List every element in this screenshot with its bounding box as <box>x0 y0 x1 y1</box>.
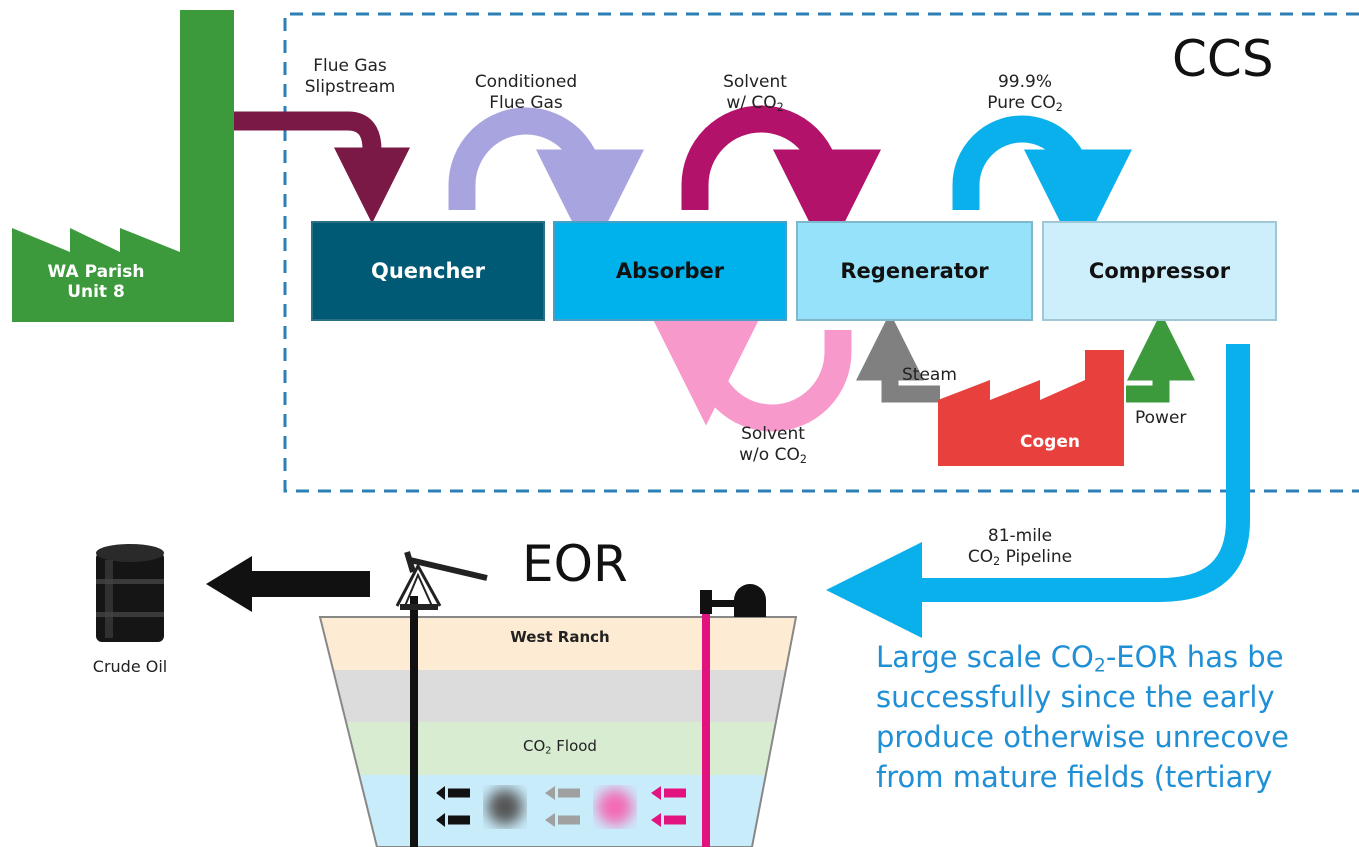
oil-arrow-head <box>206 556 252 612</box>
pipeline-label: 81-mile CO2 Pipeline <box>960 526 1080 568</box>
crude-oil-label: Crude Oil <box>92 657 168 676</box>
eor-description: Large scale CO2-EOR has be successfully … <box>876 637 1289 797</box>
solvent-with-line1: Solvent <box>723 72 787 92</box>
solvent-without-arrow <box>652 317 852 432</box>
absorber-box: Absorber <box>553 221 787 321</box>
cogen-building <box>938 350 1124 466</box>
plant-label-line2: Unit 8 <box>67 282 125 302</box>
flue-gas-line1: Flue Gas <box>313 56 387 76</box>
injection-wellhead <box>700 584 766 617</box>
solvent-with-line2: w/ CO2 <box>726 93 784 114</box>
solvent-with-label: Solvent w/ CO2 <box>700 72 810 114</box>
pure-co2-line2: Pure CO2 <box>987 93 1063 114</box>
conditioned-label: Conditioned Flue Gas <box>462 72 590 114</box>
steam-arrow <box>856 312 940 403</box>
solvent-without-line2: w/o CO2 <box>739 445 807 466</box>
plant-label: WA Parish Unit 8 <box>12 262 180 302</box>
ccs-boundary <box>283 12 1359 493</box>
production-well <box>410 596 418 847</box>
pure-co2-arrow <box>952 115 1132 258</box>
cogen-label: Cogen <box>1020 432 1080 452</box>
conditioned-line2: Flue Gas <box>489 93 563 113</box>
power-label: Power <box>1135 408 1187 428</box>
co2-flood-label: CO2 Flood <box>523 737 597 757</box>
compressor-box: Compressor <box>1042 221 1277 321</box>
power-arrow <box>1126 312 1195 403</box>
compressor-label: Compressor <box>1088 259 1231 283</box>
pipeline-line1: 81-mile <box>987 526 1053 546</box>
pipeline-arrow <box>826 344 1250 638</box>
eor-description-line2: successfully since the early <box>876 680 1275 714</box>
plant-building <box>12 10 234 322</box>
reservoir-layers <box>320 617 796 847</box>
eor-title: EOR <box>522 535 628 593</box>
reservoir-outline <box>318 616 798 847</box>
pure-co2-line1: 99.9% <box>997 72 1052 92</box>
steam-label: Steam <box>902 365 957 385</box>
quencher-box: Quencher <box>311 221 545 321</box>
eor-description-line1: Large scale CO2-EOR has be <box>876 640 1284 677</box>
oil-barrel <box>96 544 164 642</box>
flood-arrows <box>436 786 686 827</box>
solvent-without-label: Solvent w/o CO2 <box>718 424 828 466</box>
pure-co2-label: 99.9% Pure CO2 <box>970 72 1080 114</box>
eor-description-line4: from mature fields (tertiary <box>876 760 1273 794</box>
ccs-title: CCS <box>1172 30 1274 88</box>
flue-gas-line2: Slipstream <box>304 77 396 97</box>
pipeline-line2: CO2 Pipeline <box>967 547 1073 568</box>
absorber-label: Absorber <box>615 259 725 283</box>
flue-gas-arrow <box>234 111 410 224</box>
injection-well <box>702 604 710 847</box>
regenerator-label: Regenerator <box>840 259 989 283</box>
conditioned-line1: Conditioned <box>474 72 578 92</box>
conditioned-arrow <box>448 107 644 258</box>
solvent-with-arrow <box>681 105 881 258</box>
eor-description-line3: produce otherwise unrecove <box>876 720 1290 754</box>
flue-gas-label: Flue Gas Slipstream <box>300 56 400 98</box>
solvent-without-line1: Solvent <box>741 424 805 444</box>
pumpjack <box>395 551 488 610</box>
reservoir-name: West Ranch <box>510 628 610 646</box>
plant-label-line1: WA Parish <box>47 262 145 282</box>
regenerator-box: Regenerator <box>796 221 1033 321</box>
quencher-label: Quencher <box>371 259 485 283</box>
